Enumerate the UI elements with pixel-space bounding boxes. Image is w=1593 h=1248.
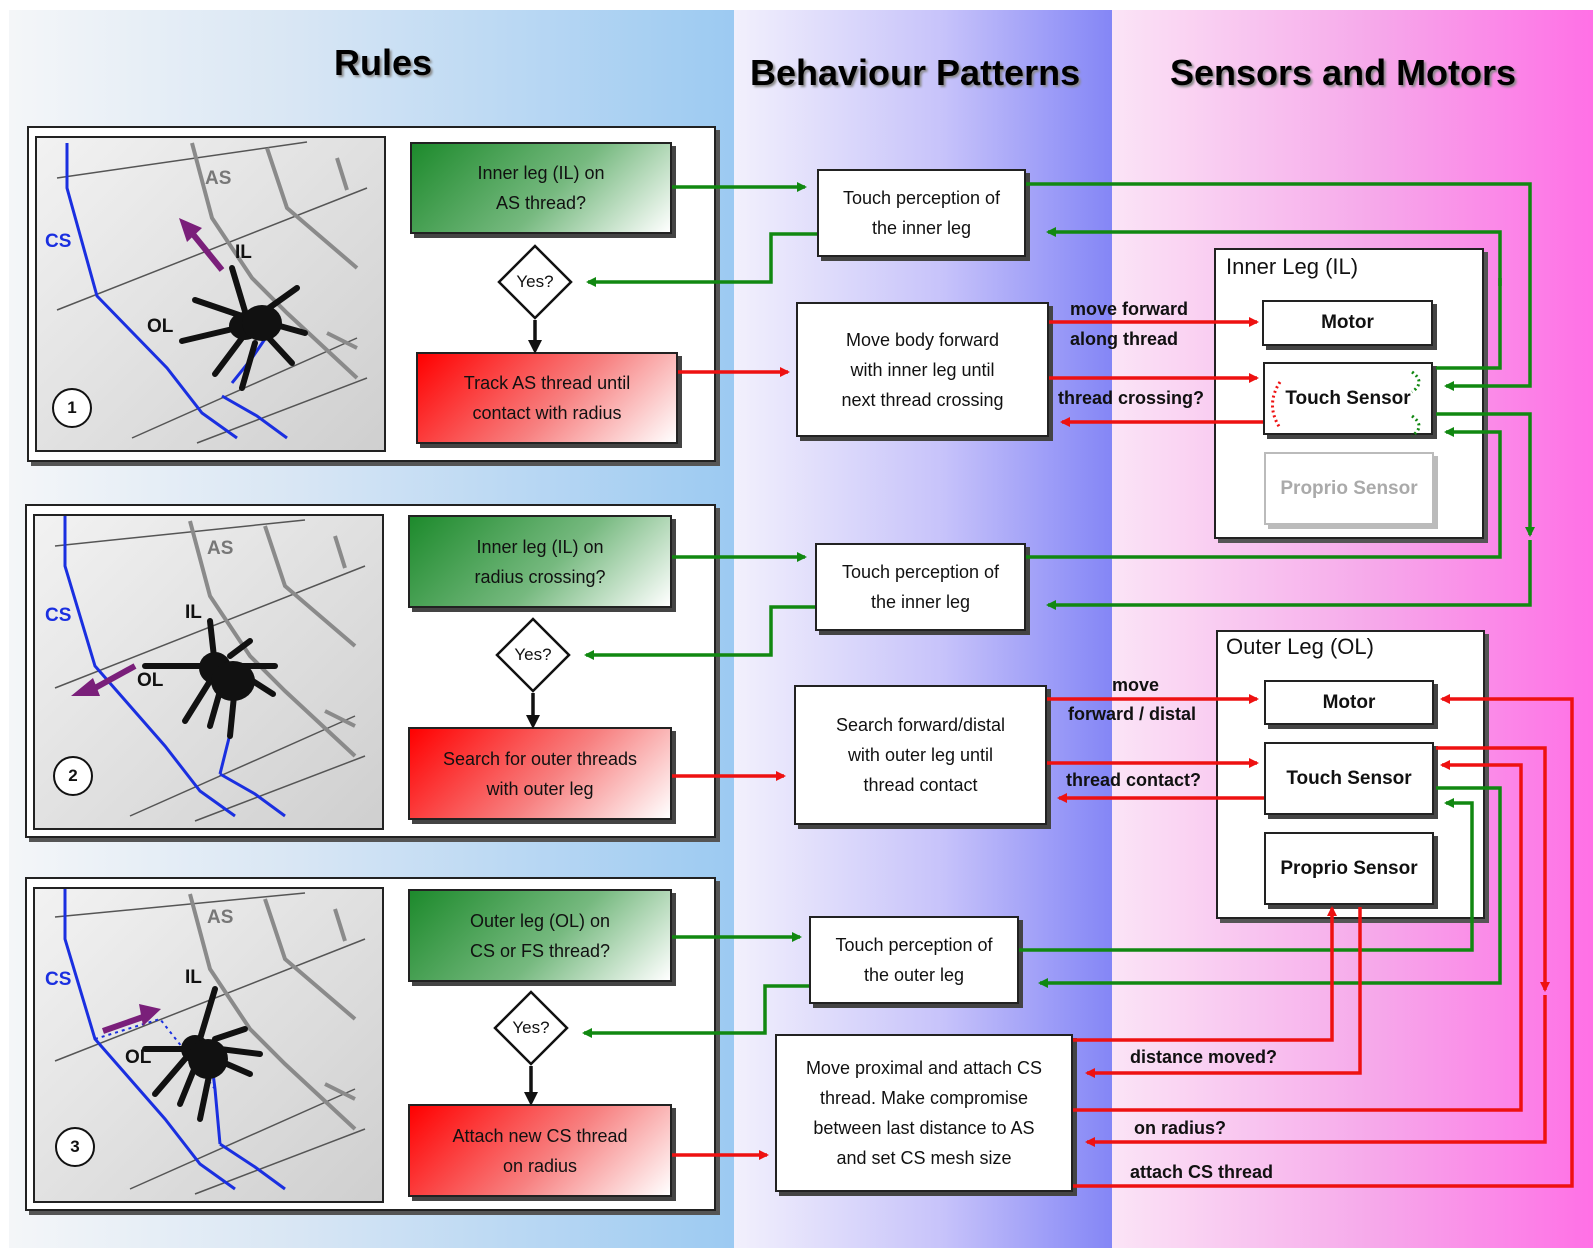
rule-number-1: 1 [52, 388, 92, 428]
rules-heading: Rules [334, 42, 433, 83]
ol-label: OL [147, 316, 174, 337]
as-label: AS [205, 168, 232, 189]
inner-leg-proprio-sensor: Proprio Sensor [1264, 452, 1434, 525]
web-scene-3: AS CS IL OL 3 [33, 887, 384, 1203]
as-label: AS [207, 907, 234, 928]
il-label: IL [185, 602, 202, 623]
condition-box-3: Outer leg (OL) on CS or FS thread? [408, 889, 672, 982]
signal-along-thread: along thread [1070, 329, 1179, 349]
rule-number-3: 3 [55, 1127, 95, 1167]
cs-label: CS [45, 605, 72, 626]
inner-leg-motor: Motor [1262, 300, 1433, 346]
il-label: IL [235, 242, 252, 263]
behaviour-heading: Behaviour Patterns [750, 52, 1081, 93]
action-box-3: Attach new CS thread on radius [408, 1104, 672, 1197]
signal-move: move [1112, 675, 1160, 695]
outer-leg-touch-sensor: Touch Sensor [1264, 742, 1434, 815]
touch-outer-leg-box: Touch perception of the outer leg [809, 916, 1019, 1004]
decision-label: Yes? [514, 645, 552, 664]
web-scene-2: AS CS IL OL 2 [33, 514, 384, 830]
signal-move-forward: move forward [1070, 299, 1189, 319]
sensors-heading: Sensors and Motors [1170, 52, 1517, 93]
outer-leg-motor: Motor [1264, 680, 1434, 725]
il-label: IL [185, 967, 202, 988]
signal-forward-distal: forward / distal [1068, 704, 1197, 724]
decision-diamond-1: Yes? [497, 244, 573, 320]
condition-box-2: Inner leg (IL) on radius crossing? [408, 515, 672, 608]
decision-diamond-3: Yes? [493, 990, 569, 1066]
cs-label: CS [45, 231, 72, 252]
decision-diamond-2: Yes? [495, 617, 571, 693]
signal-on-radius: on radius? [1134, 1118, 1227, 1138]
ol-label: OL [125, 1047, 152, 1068]
outer-leg-title: Outer Leg (OL) [1226, 634, 1374, 659]
condition-box-1: Inner leg (IL) on AS thread? [410, 142, 672, 234]
as-label: AS [207, 538, 234, 559]
ol-label: OL [137, 670, 164, 691]
signal-attach-cs: attach CS thread [1130, 1162, 1274, 1182]
cs-label: CS [45, 969, 72, 990]
action-box-1: Track AS thread until contact with radiu… [416, 352, 678, 444]
inner-leg-touch-sensor: Touch Sensor [1263, 362, 1433, 435]
rule-number-2: 2 [53, 756, 93, 796]
inner-leg-title: Inner Leg (IL) [1226, 254, 1359, 279]
touch-inner-leg-box-2: Touch perception of the inner leg [815, 543, 1026, 631]
web-scene-1: AS CS IL OL 1 [35, 136, 386, 452]
move-body-forward-box: Move body forward with inner leg until n… [796, 302, 1049, 437]
signal-distance-moved: distance moved? [1130, 1047, 1278, 1067]
search-forward-box: Search forward/distal with outer leg unt… [794, 685, 1047, 825]
signal-thread-contact: thread contact? [1066, 770, 1202, 790]
touch-inner-leg-box-1: Touch perception of the inner leg [817, 169, 1026, 257]
signal-thread-crossing: thread crossing? [1058, 388, 1205, 408]
move-proximal-box: Move proximal and attach CS thread. Make… [775, 1034, 1073, 1192]
decision-label: Yes? [516, 272, 554, 291]
decision-label: Yes? [512, 1018, 550, 1037]
outer-leg-proprio-sensor: Proprio Sensor [1264, 832, 1434, 905]
action-box-2: Search for outer threads with outer leg [408, 727, 672, 820]
